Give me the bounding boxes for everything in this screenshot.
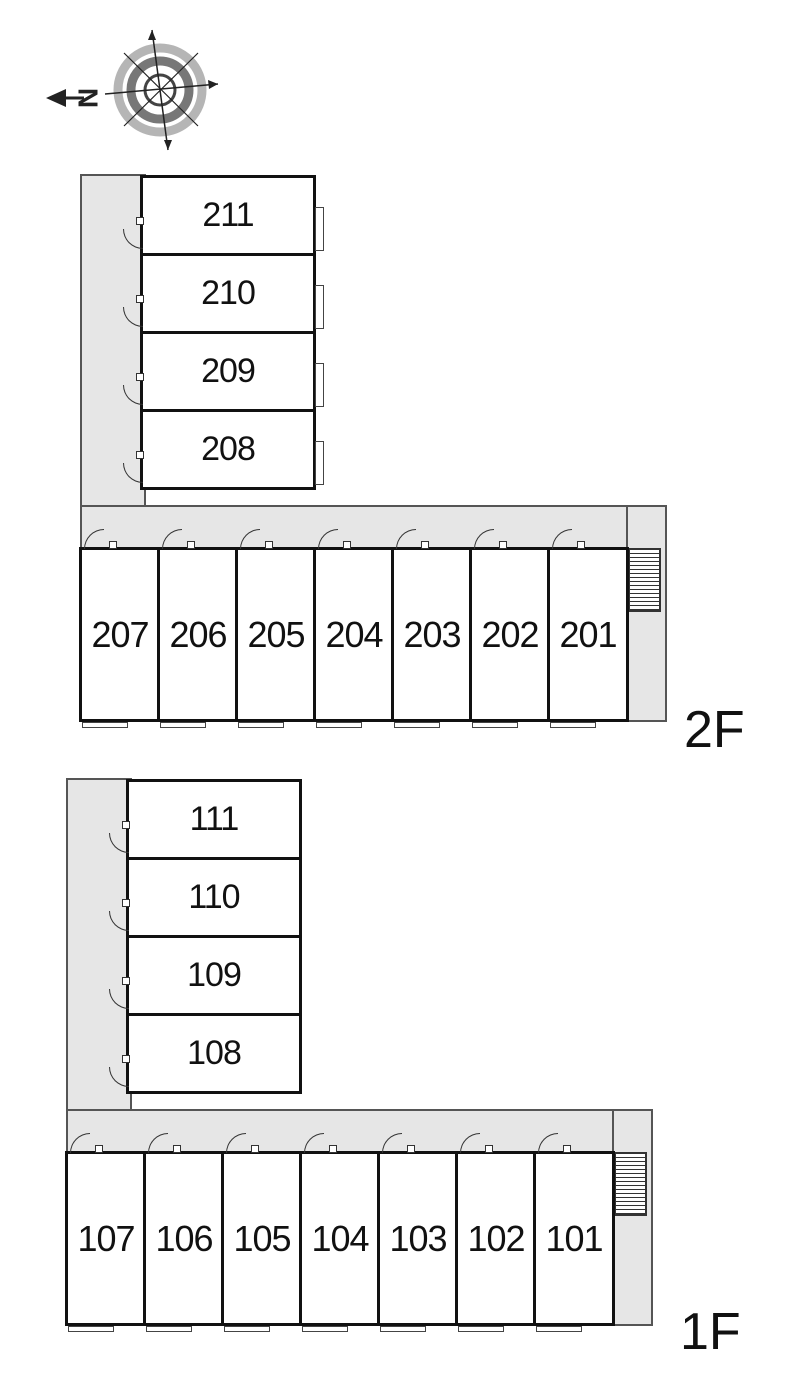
balcony [224,1326,270,1332]
meter-icon [136,217,144,225]
meter-icon [173,1145,181,1153]
unit-104: 104 [299,1151,381,1326]
balcony [316,722,362,728]
balcony [302,1326,348,1332]
meter-icon [577,541,585,549]
balcony [394,722,440,728]
unit-label: 105 [233,1217,291,1259]
unit-label: 208 [201,430,256,468]
balcony [458,1326,504,1332]
meter-icon [95,1145,103,1153]
unit-label: 207 [91,613,149,655]
unit-105: 105 [221,1151,303,1326]
landing [612,1109,653,1326]
floor-label-2f: 2F [684,701,745,759]
unit-label: 202 [481,613,539,655]
meter-icon [122,821,130,829]
unit-label: 102 [467,1217,525,1259]
meter-icon [187,541,195,549]
meter-icon [122,899,130,907]
balcony [160,722,206,728]
unit-201: 201 [547,547,629,722]
balcony [146,1326,192,1332]
meter-icon [329,1145,337,1153]
landing [626,505,667,722]
meter-icon [563,1145,571,1153]
unit-label: 108 [187,1034,242,1072]
unit-label: 111 [189,800,240,838]
staircase-icon [614,1152,647,1216]
unit-label: 101 [545,1217,603,1259]
balcony [315,363,324,407]
unit-label: 103 [389,1217,447,1259]
unit-108: 108 [126,1013,302,1094]
meter-icon [122,1055,130,1063]
unit-109: 109 [126,935,302,1016]
unit-label: 104 [311,1217,369,1259]
unit-label: 201 [559,613,617,655]
meter-icon [136,373,144,381]
unit-label: 109 [187,956,242,994]
balcony [550,722,596,728]
balcony [238,722,284,728]
unit-111: 111 [126,779,302,860]
unit-211: 211 [140,175,316,256]
meter-icon [421,541,429,549]
unit-label: 206 [169,613,227,655]
balcony [315,441,324,485]
unit-205: 205 [235,547,317,722]
unit-110: 110 [126,857,302,938]
meter-icon [251,1145,259,1153]
balcony [536,1326,582,1332]
meter-icon [485,1145,493,1153]
unit-label: 203 [403,613,461,655]
meter-icon [265,541,273,549]
unit-label: 209 [201,352,256,390]
unit-209: 209 [140,331,316,412]
balcony [315,285,324,329]
unit-203: 203 [391,547,473,722]
floor-label-1f: 1F [680,1303,741,1361]
unit-label: 205 [247,613,305,655]
meter-icon [109,541,117,549]
unit-label: 106 [155,1217,213,1259]
balcony [472,722,518,728]
meter-icon [499,541,507,549]
unit-label: 210 [201,274,256,312]
compass-north-letter: N [72,88,103,108]
unit-label: 110 [188,878,240,916]
unit-210: 210 [140,253,316,334]
balcony [315,207,324,251]
unit-106: 106 [143,1151,225,1326]
unit-204: 204 [313,547,395,722]
meter-icon [136,451,144,459]
unit-102: 102 [455,1151,537,1326]
unit-101: 101 [533,1151,615,1326]
meter-icon [122,977,130,985]
unit-label: 204 [325,613,383,655]
unit-107: 107 [65,1151,147,1326]
meter-icon [136,295,144,303]
meter-icon [343,541,351,549]
meter-icon [407,1145,415,1153]
unit-label: 107 [77,1217,135,1259]
compass-rose-icon: N [46,29,219,151]
balcony [380,1326,426,1332]
unit-202: 202 [469,547,551,722]
unit-206: 206 [157,547,239,722]
unit-208: 208 [140,409,316,490]
unit-label: 211 [202,196,254,234]
balcony [68,1326,114,1332]
staircase-icon [628,548,661,612]
balcony [82,722,128,728]
unit-207: 207 [79,547,161,722]
unit-103: 103 [377,1151,459,1326]
